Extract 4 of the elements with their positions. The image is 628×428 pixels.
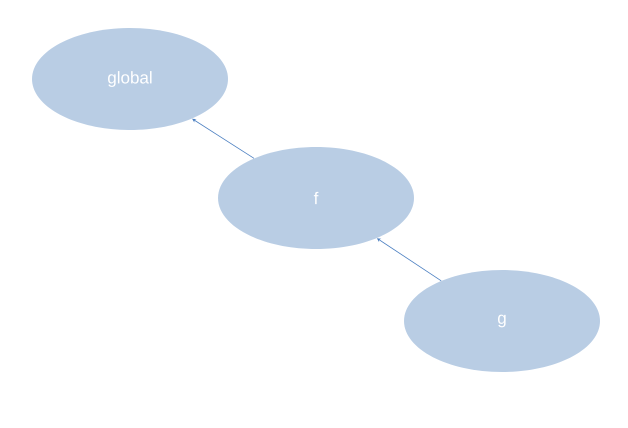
arrow [192, 118, 254, 159]
ellipse-node: global [32, 28, 228, 130]
ellipse-node: g [404, 270, 600, 372]
ellipse-node: f [218, 147, 414, 249]
